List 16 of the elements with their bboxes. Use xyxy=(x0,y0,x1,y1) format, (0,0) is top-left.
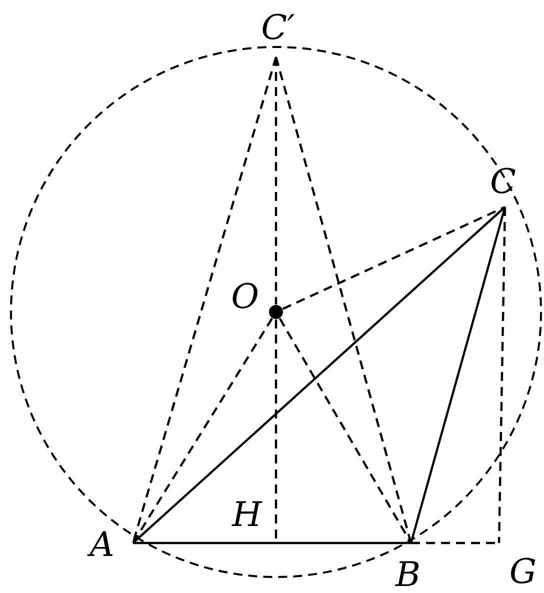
dashed-line-segment xyxy=(132,318,273,544)
point-label: C′ xyxy=(261,10,295,46)
line-segment xyxy=(410,206,506,544)
dashed-line-segment xyxy=(274,57,278,304)
line-segment xyxy=(132,206,506,544)
line-segment xyxy=(133,542,411,544)
point-label: O xyxy=(231,279,259,315)
dashed-line-segment xyxy=(278,318,412,544)
point-label: G xyxy=(509,554,537,590)
point-label: B xyxy=(396,557,420,593)
dashed-line-segment xyxy=(498,206,506,544)
point-label: C xyxy=(490,164,516,200)
point-label: H xyxy=(232,497,262,533)
point-label: A xyxy=(90,527,114,563)
dashed-line-segment xyxy=(132,56,278,544)
dashed-line-segment xyxy=(282,206,506,310)
